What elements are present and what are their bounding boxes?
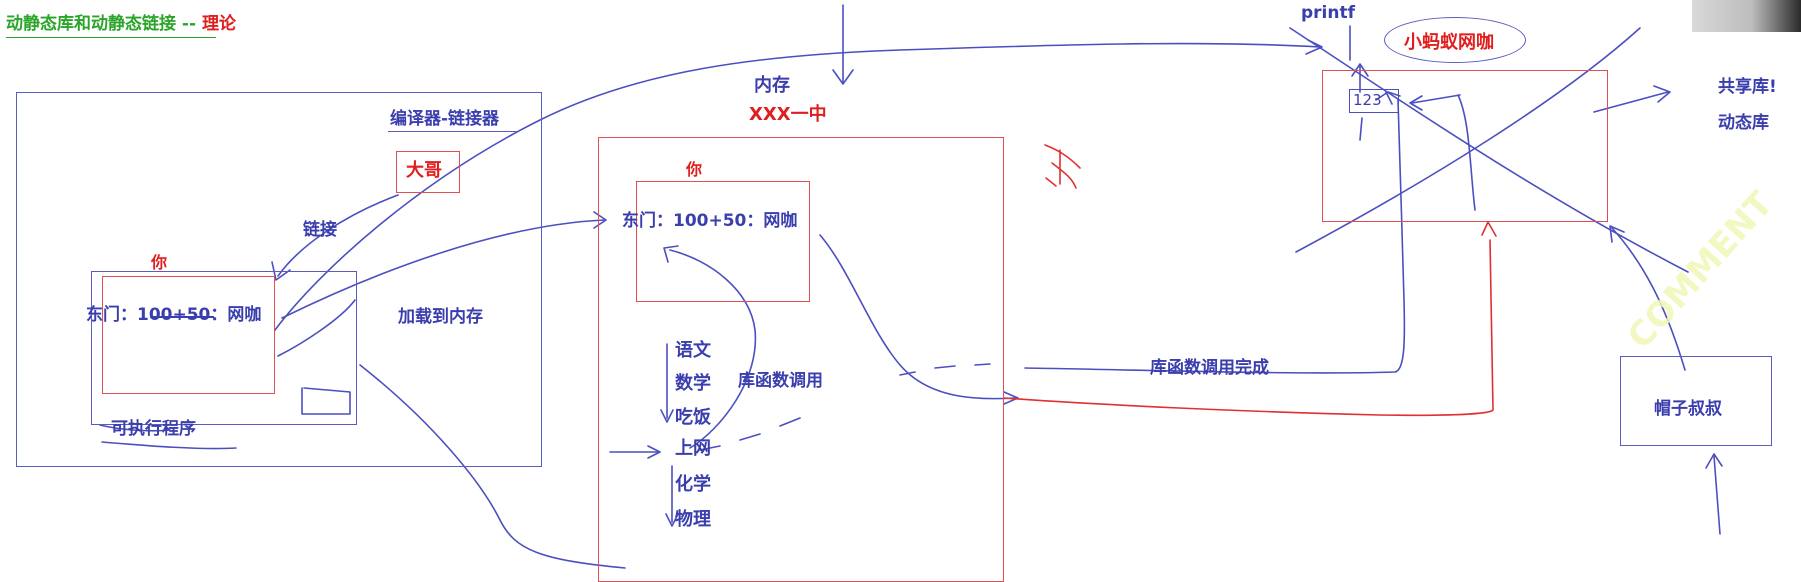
seat-number: 123 — [1353, 91, 1382, 109]
cafe-name-ellipse — [1384, 17, 1526, 63]
curve-down-to-memory-bottom — [359, 364, 626, 569]
arrow-load-to-memory — [281, 219, 605, 319]
school-label: XXX一中 — [749, 104, 827, 125]
arrow-bottom-uncle — [1713, 455, 1721, 535]
executable-label: 可执行程序 — [111, 419, 196, 439]
arrow-head-123-in — [1409, 95, 1423, 111]
subject-shuxue: 数学 — [675, 373, 711, 394]
arrow-head-link — [271, 261, 291, 281]
arrow-123-right — [1457, 94, 1476, 211]
title-underline — [6, 37, 216, 38]
printf-label: printf — [1301, 3, 1356, 23]
dage-box — [396, 151, 460, 193]
arrow-head-123-up — [1351, 63, 1369, 77]
title-part1: 动静态库和动静态链接 — [6, 14, 176, 34]
seat-number-box — [1349, 89, 1399, 113]
cross-line-1 — [1289, 27, 1689, 273]
uncle-label: 帽子叔叔 — [1654, 399, 1722, 419]
memory-dongmen-label: 东门：100+50：网咖 — [622, 211, 798, 231]
bracket-bottom-left — [99, 424, 171, 432]
left-dongmen-label: 东门：100+50：网咖 — [86, 305, 262, 325]
compiler-linker-label: 编译器-链接器 — [390, 109, 500, 129]
arrow-link — [277, 194, 399, 277]
curve-call-loop — [669, 249, 757, 449]
left-dongmen-strike — [150, 316, 214, 318]
arrow-head-shared-lib — [1653, 85, 1671, 103]
arrow-head-shangwang — [647, 445, 661, 459]
dashes-call — [699, 363, 991, 451]
memory-ni-label: 你 — [686, 160, 703, 179]
webcam-thumbnail — [1692, 0, 1801, 32]
library-call-label: 库函数调用 — [738, 371, 823, 391]
compiler-linker-underline — [388, 131, 518, 132]
red-return-line — [1003, 239, 1494, 417]
load-to-memory-label: 加载到内存 — [398, 307, 483, 327]
subject-huaxue: 化学 — [675, 474, 711, 495]
executable-outer-box — [91, 271, 357, 425]
arrow-left-to-printf — [274, 42, 1321, 331]
dage-label: 大哥 — [406, 160, 442, 181]
arrow-head-bracket-2 — [665, 513, 679, 527]
arrow-head-uncle-up — [1609, 225, 1625, 243]
link-label: 链接 — [303, 220, 337, 240]
red-arrow-head — [1481, 221, 1497, 237]
arrow-shared-lib — [1593, 91, 1669, 113]
dynamic-lib-label: 动态库 — [1718, 113, 1769, 133]
memory-ni-box — [636, 181, 810, 302]
cafe-name-label: 小蚂蚁网咖 — [1404, 32, 1494, 53]
compiler-linker-frame — [16, 92, 542, 467]
curve-dongmen-down — [819, 234, 1016, 400]
shared-lib-label: 共享库! — [1718, 77, 1777, 97]
title-dashes: -- — [181, 14, 197, 34]
arrow-123-bottom — [1359, 117, 1363, 141]
left-ni-label: 你 — [151, 253, 168, 272]
arrow-123-in — [1411, 94, 1461, 104]
subject-wuli: 物理 — [675, 509, 711, 530]
call-complete-label: 库函数调用完成 — [1150, 358, 1269, 378]
underline-executable — [101, 441, 237, 450]
executable-inner-box — [102, 276, 275, 394]
memory-label: 内存 — [754, 75, 790, 96]
arrow-head-call — [663, 245, 679, 263]
subject-shangwang: 上网 — [675, 438, 711, 459]
line-left-out — [277, 299, 356, 357]
arrow-head-memory — [832, 69, 854, 85]
arrow-head-bracket-1 — [660, 409, 674, 423]
subject-chifan: 吃饭 — [675, 407, 711, 428]
title-part2: 理论 — [201, 14, 236, 34]
arrow-head-dongmen-down — [1003, 391, 1019, 405]
arrow-head-bottom-uncle — [1705, 453, 1723, 469]
scribble-door — [301, 387, 351, 415]
page-title: 动静态库和动静态链接 -- 理论 — [6, 16, 236, 33]
uncle-box — [1620, 356, 1772, 446]
red-dong-char-stroke — [1044, 144, 1081, 189]
net-cafe-box — [1322, 70, 1608, 222]
cross-line-2 — [1295, 27, 1641, 253]
arrow-uncle-up — [1611, 227, 1686, 371]
subject-yuwen: 语文 — [675, 340, 711, 361]
